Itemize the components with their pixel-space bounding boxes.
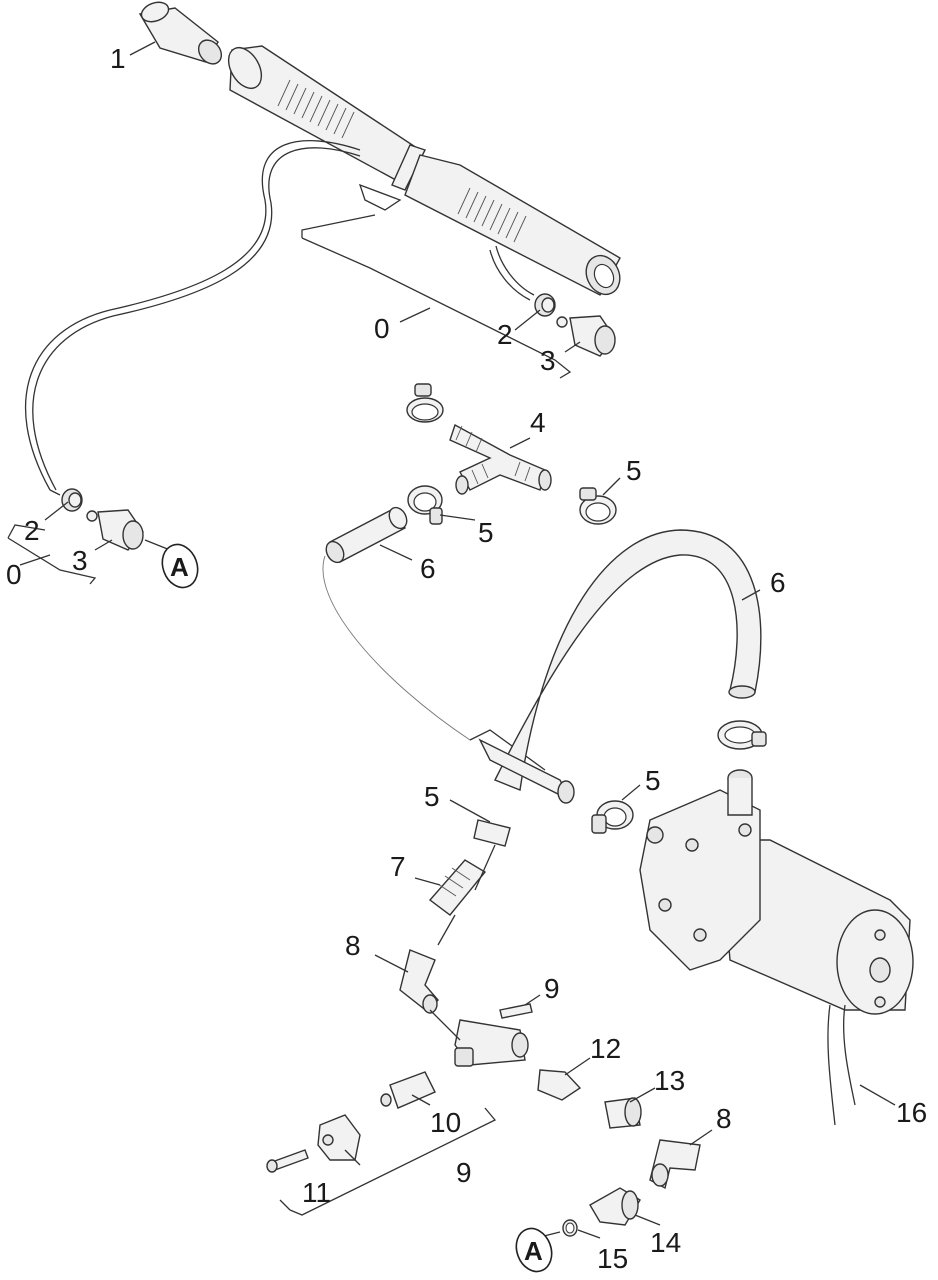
- callout-0-left: 0: [6, 559, 22, 590]
- part-5-clamp-pump-inlet: [591, 800, 634, 834]
- callout-0-top: 0: [374, 313, 390, 344]
- part-5-clamp-pump: [717, 720, 767, 750]
- callout-5-pump: 5: [645, 765, 661, 796]
- suction-hose-upper: [227, 45, 426, 191]
- part-9-tee-block: [454, 1003, 533, 1067]
- part-13-sleeve: [604, 1097, 642, 1129]
- suction-hose-lower: [404, 154, 621, 296]
- part-5-clamp-left: [407, 485, 443, 525]
- part-15-o-ring: [562, 1219, 578, 1237]
- callout-3-top: 3: [540, 345, 556, 376]
- callout-6-long: 6: [770, 567, 786, 598]
- callout-13: 13: [654, 1065, 685, 1096]
- part-14-valve: [589, 1187, 641, 1226]
- part-5-clamp-top: [406, 383, 444, 423]
- part-10-plug: [380, 1071, 436, 1109]
- callout-9-lower: 9: [456, 1157, 472, 1188]
- callout-4: 4: [530, 407, 546, 438]
- pump-head: [639, 769, 761, 971]
- callout-1: 1: [110, 43, 126, 74]
- connector-a-upper-label: A: [170, 552, 189, 582]
- bracket-0-left: [7, 524, 97, 585]
- callout-5-left: 5: [478, 517, 494, 548]
- callout-3-left: 3: [72, 545, 88, 576]
- callout-14: 14: [650, 1227, 681, 1258]
- part-2-nut-left: [61, 488, 83, 512]
- part-3-coupling-left: [86, 509, 144, 551]
- part-1-hose-sleeve: [138, 1, 223, 65]
- part-7-nipple: [428, 859, 487, 916]
- connector-a-lower: A: [515, 1227, 553, 1273]
- bracket-9-lower: [279, 1107, 497, 1216]
- hose-segment-mid: [478, 738, 575, 804]
- callout-8-upper: 8: [345, 930, 361, 961]
- callout-8-lower: 8: [716, 1103, 732, 1134]
- part-11-wing-knob-screw: [266, 1114, 361, 1173]
- part-4-t-piece: [449, 423, 552, 495]
- callout-11: 11: [302, 1177, 331, 1208]
- part-6-long-hose: [494, 529, 762, 791]
- callout-2-top: 2: [497, 319, 513, 350]
- callout-9-upper: 9: [544, 973, 560, 1004]
- part-2-nut-top: [534, 293, 556, 317]
- part-8-elbow-lower: [649, 1139, 701, 1190]
- motor-wires: [827, 1004, 856, 1126]
- callout-15: 15: [597, 1243, 628, 1274]
- pump-motor: [719, 839, 914, 1015]
- callout-6-short: 6: [420, 553, 436, 584]
- part-8-elbow-upper: [399, 949, 439, 1014]
- callout-7: 7: [390, 851, 406, 882]
- part-5-clamp-right: [579, 487, 617, 525]
- leader-lines: [19, 41, 896, 1243]
- callout-5-right: 5: [626, 455, 642, 486]
- callout-12: 12: [590, 1033, 621, 1064]
- callout-16: 16: [896, 1097, 927, 1128]
- callout-10: 10: [430, 1107, 461, 1138]
- part-12-adapter: [537, 1069, 582, 1101]
- bracket-0-top: [301, 214, 572, 379]
- callout-5-mid: 5: [424, 781, 440, 812]
- callout-2-left: 2: [24, 515, 40, 546]
- thin-tube: [24, 140, 361, 491]
- part-6-short-hose: [325, 506, 408, 564]
- connector-a-upper: A: [161, 543, 199, 589]
- part-3-coupling-top: [556, 315, 616, 357]
- part-5-clamp-mid: [473, 819, 511, 847]
- connector-a-lower-label: A: [524, 1236, 543, 1266]
